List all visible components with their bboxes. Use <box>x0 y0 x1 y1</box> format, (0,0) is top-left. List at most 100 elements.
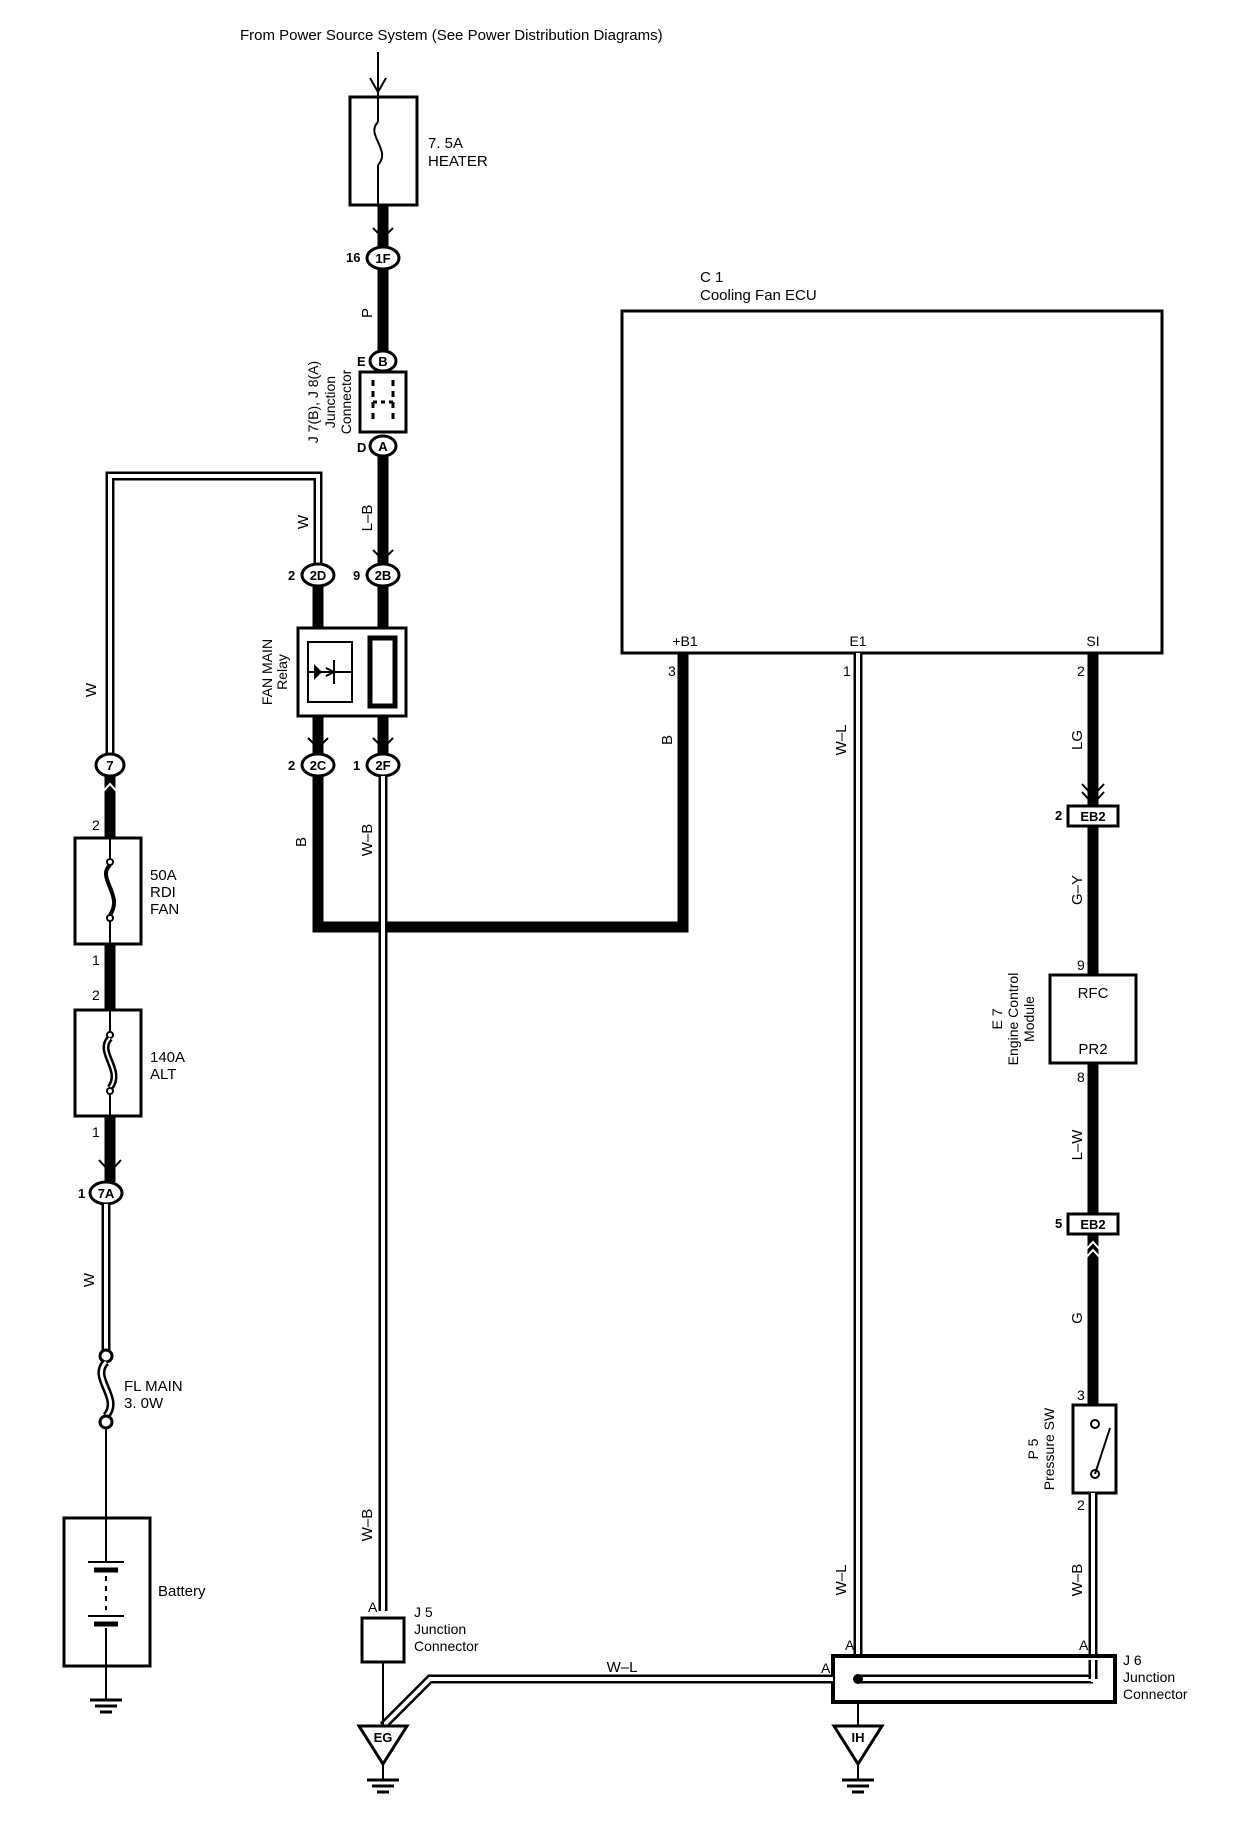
rdi-fuse-line3: FAN <box>150 901 179 918</box>
arrow-to-7a <box>98 1159 122 1174</box>
j7-j8-id: J 7(B), J 8(A) <box>305 361 321 443</box>
j7-j8-line2: Junction <box>322 376 338 428</box>
wire-w-loop <box>105 471 323 754</box>
arrow-from-psw-2 <box>1081 1248 1105 1263</box>
arrow-to-2f <box>372 737 394 750</box>
heater-fuse-rating: 7. 5A <box>428 135 463 152</box>
pin-d: D <box>357 440 366 455</box>
alt-fuse-name: ALT <box>150 1066 176 1083</box>
ecm-name: Engine Control <box>1005 973 1021 1066</box>
ground-ih <box>831 1724 885 1767</box>
junction-connector-j5 <box>360 1616 406 1664</box>
pin-9-2b: 9 <box>353 568 360 583</box>
connector-2d-label: 2D <box>310 568 327 583</box>
ground-eg-label: EG <box>374 1730 393 1745</box>
j5-line3: Connector <box>414 1638 479 1654</box>
arrow-to-2b <box>372 549 394 562</box>
ecm-id: E 7 <box>989 1008 1005 1029</box>
j6-pin-a-right: A <box>1079 1637 1089 1653</box>
alt-fuse-rating: 140A <box>150 1049 185 1066</box>
ecu-name: Cooling Fan ECU <box>700 287 817 304</box>
connector-2f-label: 2F <box>375 758 390 773</box>
wire-label-w-l-horizontal: W–L <box>607 1659 638 1676</box>
j6-line2: Junction <box>1123 1669 1175 1685</box>
wire-label-l-w: L–W <box>1069 1129 1086 1161</box>
relay-contact-arrow <box>325 667 337 677</box>
connector-2c-label: 2C <box>310 758 327 773</box>
connector-eb2-upper-label: EB2 <box>1080 809 1105 824</box>
alt-fuse-element-inner <box>104 1037 116 1089</box>
pressure-sw-pin-2: 2 <box>1077 1497 1085 1513</box>
pressure-sw-blade <box>1094 1427 1111 1475</box>
source-arrow <box>369 77 387 95</box>
ecu-id: C 1 <box>700 269 723 286</box>
pin-e: E <box>357 354 366 369</box>
j6-splice-dot <box>853 1674 863 1684</box>
j5-id: J 5 <box>414 1604 433 1620</box>
connector-7a-label: 7A <box>98 1186 115 1201</box>
alt-pin-2: 2 <box>92 987 100 1003</box>
rdi-pin-2: 2 <box>92 817 100 833</box>
j7-j8-line3: Connector <box>338 369 354 434</box>
relay-diode <box>314 664 322 680</box>
j6-id: J 6 <box>1123 1652 1142 1668</box>
wire-label-w-left: W <box>83 682 100 697</box>
engine-control-module <box>1048 973 1138 1065</box>
arrow-to-1f <box>372 227 394 240</box>
heater-fuse-name: HEATER <box>428 153 488 170</box>
pin-16: 16 <box>346 250 360 265</box>
wire-label-w-l-ecu: W–L <box>833 725 850 756</box>
wire-w-l-horizontal-inner <box>381 1677 833 1728</box>
pressure-sw-name: Pressure SW <box>1041 1407 1057 1490</box>
fl-main-link-inner <box>99 1360 113 1417</box>
rdi-fuse-terminal-top <box>106 858 114 866</box>
connector-2b-label: 2B <box>375 568 392 583</box>
arrow-to-eb2-a-2 <box>1081 791 1105 806</box>
pressure-sw-id: P 5 <box>1025 1438 1041 1459</box>
heater-fuse <box>348 95 419 207</box>
pressure-sw-contact-top <box>1090 1419 1100 1429</box>
ecu-terminal-b1: +B1 <box>672 633 698 649</box>
j6-pin-a-left: A <box>821 1660 831 1676</box>
power-source-label: From Power Source System (See Power Dist… <box>240 27 663 44</box>
wire-label-w-l-low: W–L <box>833 1565 850 1596</box>
ecm-terminal-pr2: PR2 <box>1078 1041 1107 1058</box>
wire-label-w-b-psw: W–B <box>1069 1564 1086 1597</box>
fl-main-terminal-bottom <box>98 1414 114 1430</box>
j5-pin-a: A <box>368 1599 378 1615</box>
fl-main-rating: 3. 0W <box>124 1395 164 1412</box>
connector-eb2-lower-label: EB2 <box>1080 1217 1105 1232</box>
arrow-to-2c <box>307 737 329 750</box>
pressure-switch <box>1071 1403 1118 1495</box>
connector-b-label: B <box>378 354 387 369</box>
rdi-fuse-terminal-bottom <box>106 914 114 922</box>
wire-label-w-b-low: W–B <box>359 1509 376 1542</box>
wire-w-l-horizontal <box>379 1674 833 1730</box>
ecu-pin-1: 1 <box>843 663 851 679</box>
cooling-fan-ecu <box>620 309 1164 655</box>
ecu-terminal-e1: E1 <box>849 633 866 649</box>
relay-type: Relay <box>274 654 290 690</box>
arrow-from-psw-1 <box>1081 1240 1105 1255</box>
ecm-pin-8: 8 <box>1077 1069 1085 1085</box>
alt-fuse-terminal-bottom <box>106 1087 114 1095</box>
rdi-fuse-rating: 50A <box>150 867 177 884</box>
wire-label-w-top: W <box>295 514 312 529</box>
ground-ih-label: IH <box>852 1730 865 1745</box>
arrow-from-rdi <box>98 782 122 797</box>
ecu-terminal-si: SI <box>1086 633 1099 649</box>
ecm-name-2: Module <box>1021 996 1037 1042</box>
fl-main-terminal-top <box>98 1348 114 1364</box>
pin-2-2c: 2 <box>288 758 295 773</box>
rdi-fan-fuse <box>73 836 143 946</box>
heater-fuse-element <box>373 121 384 166</box>
wire-label-g-y: G–Y <box>1069 875 1086 905</box>
connector-a-label: A <box>378 439 388 454</box>
wire-b-relay-ecu <box>312 652 689 933</box>
battery-label: Battery <box>158 1583 206 1600</box>
wire-label-l-b: L–B <box>359 505 376 532</box>
ground-eg <box>356 1724 410 1767</box>
j6-line3: Connector <box>1123 1686 1188 1702</box>
arrow-to-eb2-a-1 <box>1081 783 1105 798</box>
